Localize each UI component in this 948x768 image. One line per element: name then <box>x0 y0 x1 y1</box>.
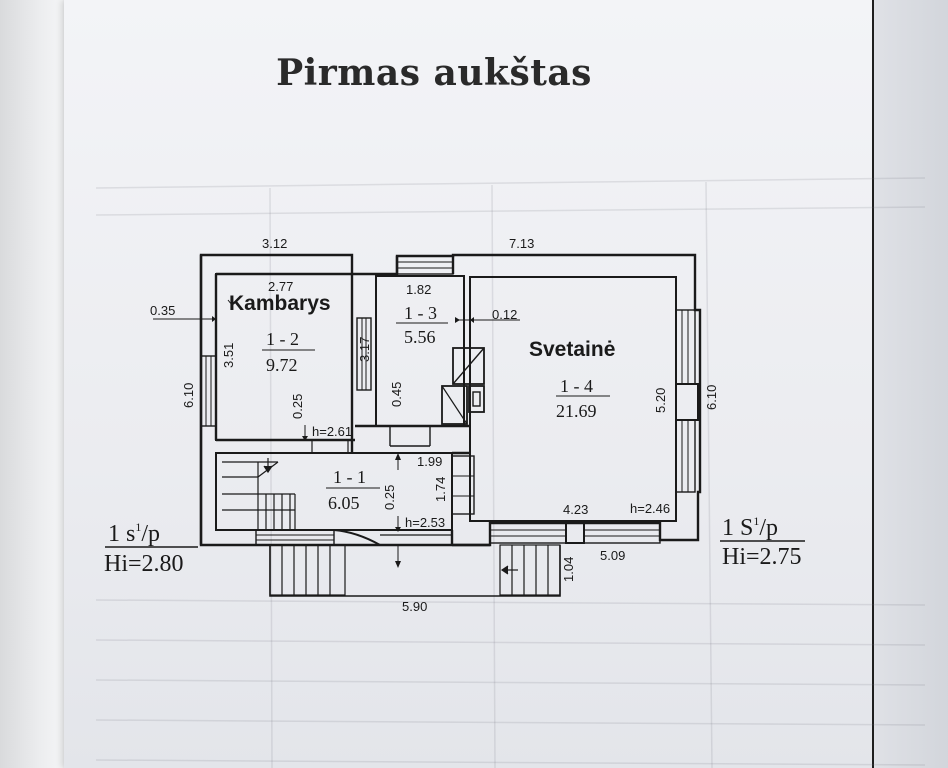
window-mid <box>356 317 372 391</box>
level-marker-right: 1 S1/p Hi=2.75 <box>722 514 802 570</box>
dim-wall-025-a: 0.25 <box>290 394 305 419</box>
dim-room12-height: 3.51 <box>221 343 236 368</box>
dim-top-right: 7.13 <box>509 236 534 251</box>
room-11-area: 6.05 <box>328 493 360 513</box>
window-top <box>396 255 454 275</box>
dimension-arrows <box>212 316 474 568</box>
dim-wall-025-b: 0.25 <box>382 485 397 510</box>
pillar-bottom <box>565 522 585 544</box>
page-title: Pirmas aukštas <box>276 52 592 94</box>
boiler <box>452 347 485 385</box>
svg-text:1 S1/p: 1 S1/p <box>722 514 778 541</box>
stove <box>441 385 468 425</box>
room-14-label: Svetainė <box>529 338 615 361</box>
dim-porch-depth: 1.04 <box>561 557 576 582</box>
dim-total-width: 5.90 <box>402 599 427 614</box>
porch-steps <box>269 544 561 597</box>
dim-room13-height: 3.17 <box>357 337 372 362</box>
level-left-height: Hi=2.80 <box>104 551 184 577</box>
door-living <box>451 455 475 515</box>
level-right-sup: 1 <box>753 514 759 528</box>
dim-hall-depth: 1.74 <box>433 477 448 502</box>
window-bottom-right-a <box>489 522 567 544</box>
dim-h-room12: h=2.61 <box>312 424 352 439</box>
paper-edge <box>872 0 948 768</box>
window-bottom-right-b <box>583 522 661 544</box>
pillar-right <box>675 383 699 421</box>
window-left <box>200 355 217 427</box>
entrance-door <box>333 529 381 546</box>
staircase <box>222 458 296 530</box>
room-13-id: 1 - 3 <box>404 303 437 323</box>
level-right-height: Hi=2.75 <box>722 544 802 570</box>
dim-wall-045: 0.45 <box>389 382 404 407</box>
dim-h-hall: h=2.53 <box>405 515 445 530</box>
dim-front-width: 5.09 <box>600 548 625 563</box>
svg-text:1 s1/p: 1 s1/p <box>108 520 160 547</box>
dim-room13-width: 1.82 <box>406 282 431 297</box>
dim-left-height: 6.10 <box>181 383 196 408</box>
dim-room14-height: 5.20 <box>653 388 668 413</box>
dim-wall-mid: 0.12 <box>492 307 517 322</box>
level-right-suffix: /p <box>759 515 778 541</box>
room-12-area: 9.72 <box>266 355 298 375</box>
room-14-area: 21.69 <box>556 401 597 421</box>
level-right-symbol: 1 S <box>722 515 753 541</box>
dim-wall-left: 0.35 <box>150 303 175 318</box>
room-12-id: 1 - 2 <box>266 329 299 349</box>
dim-hall-width: 1.99 <box>417 454 442 469</box>
room-11-id: 1 - 1 <box>333 467 366 487</box>
room-13-area: 5.56 <box>404 327 436 347</box>
level-left-suffix: /p <box>141 521 160 547</box>
dim-top-left: 3.12 <box>262 236 287 251</box>
sink <box>468 385 485 413</box>
level-left-sup: 1 <box>135 520 141 534</box>
dim-right-height: 6.10 <box>704 385 719 410</box>
room-12-label: Kambarys <box>229 292 331 315</box>
level-left-symbol: 1 s <box>108 521 135 547</box>
dim-room12-width: 2.77 <box>268 279 293 294</box>
window-bottom-left <box>255 529 335 546</box>
window-right-upper <box>675 309 696 385</box>
window-right-lower <box>675 419 696 493</box>
room-14-id: 1 - 4 <box>560 376 593 396</box>
level-marker-left: 1 s1/p Hi=2.80 <box>104 520 184 577</box>
dim-h-room14: h=2.46 <box>630 501 670 516</box>
dim-room14-width: 4.23 <box>563 502 588 517</box>
